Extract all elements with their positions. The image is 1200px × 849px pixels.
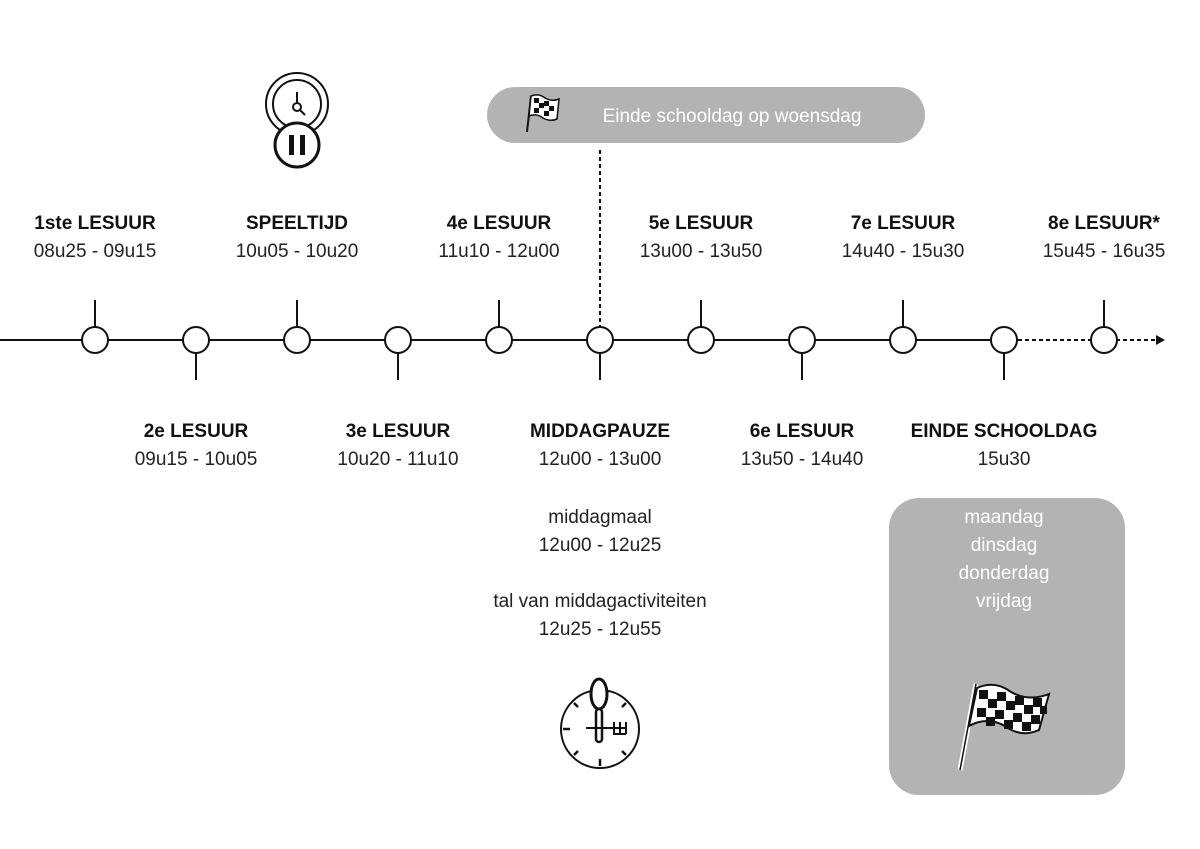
timeline-node bbox=[485, 326, 513, 354]
day-label: maandag bbox=[964, 507, 1043, 528]
timeline-node bbox=[182, 326, 210, 354]
timeline-node bbox=[1090, 326, 1118, 354]
period-time: 12u00 - 13u00 bbox=[539, 449, 662, 470]
arrow-icon bbox=[1156, 335, 1165, 345]
period-title: 7e LESUUR bbox=[851, 213, 956, 234]
break-clock-pause-icon bbox=[265, 72, 329, 169]
lunch-clock-icon bbox=[560, 677, 640, 769]
day-label: dinsdag bbox=[971, 535, 1038, 556]
period-title: 3e LESUUR bbox=[346, 421, 451, 442]
period-title: 6e LESUUR bbox=[750, 421, 855, 442]
period-time: 13u00 - 13u50 bbox=[640, 241, 763, 262]
period-time: 09u15 - 10u05 bbox=[135, 449, 258, 470]
timeline-node bbox=[586, 326, 614, 354]
period-title: 2e LESUUR bbox=[144, 421, 249, 442]
meal-label: middagmaal bbox=[548, 507, 652, 528]
period-time: 13u50 - 14u40 bbox=[741, 449, 864, 470]
period-time: 15u30 bbox=[978, 449, 1031, 470]
period-time: 10u05 - 10u20 bbox=[236, 241, 359, 262]
timeline-node bbox=[788, 326, 816, 354]
period-title: 5e LESUUR bbox=[649, 213, 754, 234]
day-label: vrijdag bbox=[976, 591, 1032, 612]
period-time: 14u40 - 15u30 bbox=[842, 241, 965, 262]
period-title: 1ste LESUUR bbox=[34, 213, 156, 234]
meal-time: 12u00 - 12u25 bbox=[539, 535, 662, 556]
timeline-node bbox=[81, 326, 109, 354]
checkered-flag-icon bbox=[957, 683, 1051, 771]
wednesday-end-banner: Einde schooldag op woensdag bbox=[487, 87, 925, 143]
period-title: 4e LESUUR bbox=[447, 213, 552, 234]
checkered-flag-icon bbox=[526, 94, 560, 133]
period-title: MIDDAGPAUZE bbox=[530, 421, 670, 442]
period-time: 08u25 - 09u15 bbox=[34, 241, 157, 262]
period-time: 11u10 - 12u00 bbox=[438, 241, 559, 262]
timeline-node bbox=[384, 326, 412, 354]
timeline-node bbox=[990, 326, 1018, 354]
school-day-end-days-card: maandag dinsdag donderdag vrijdag bbox=[889, 498, 1125, 795]
timeline-node bbox=[283, 326, 311, 354]
period-title: EINDE SCHOOLDAG bbox=[911, 421, 1098, 442]
period-title: SPEELTIJD bbox=[246, 213, 348, 234]
timeline-node bbox=[889, 326, 917, 354]
banner-label: Einde schooldag op woensdag bbox=[603, 106, 862, 127]
activities-label: tal van middagactiviteiten bbox=[493, 591, 706, 612]
timeline-node bbox=[687, 326, 715, 354]
period-time: 10u20 - 11u10 bbox=[337, 449, 458, 470]
period-time: 15u45 - 16u35 bbox=[1043, 241, 1166, 262]
activities-time: 12u25 - 12u55 bbox=[539, 619, 662, 640]
day-label: donderdag bbox=[959, 563, 1050, 584]
period-title: 8e LESUUR* bbox=[1048, 213, 1161, 234]
